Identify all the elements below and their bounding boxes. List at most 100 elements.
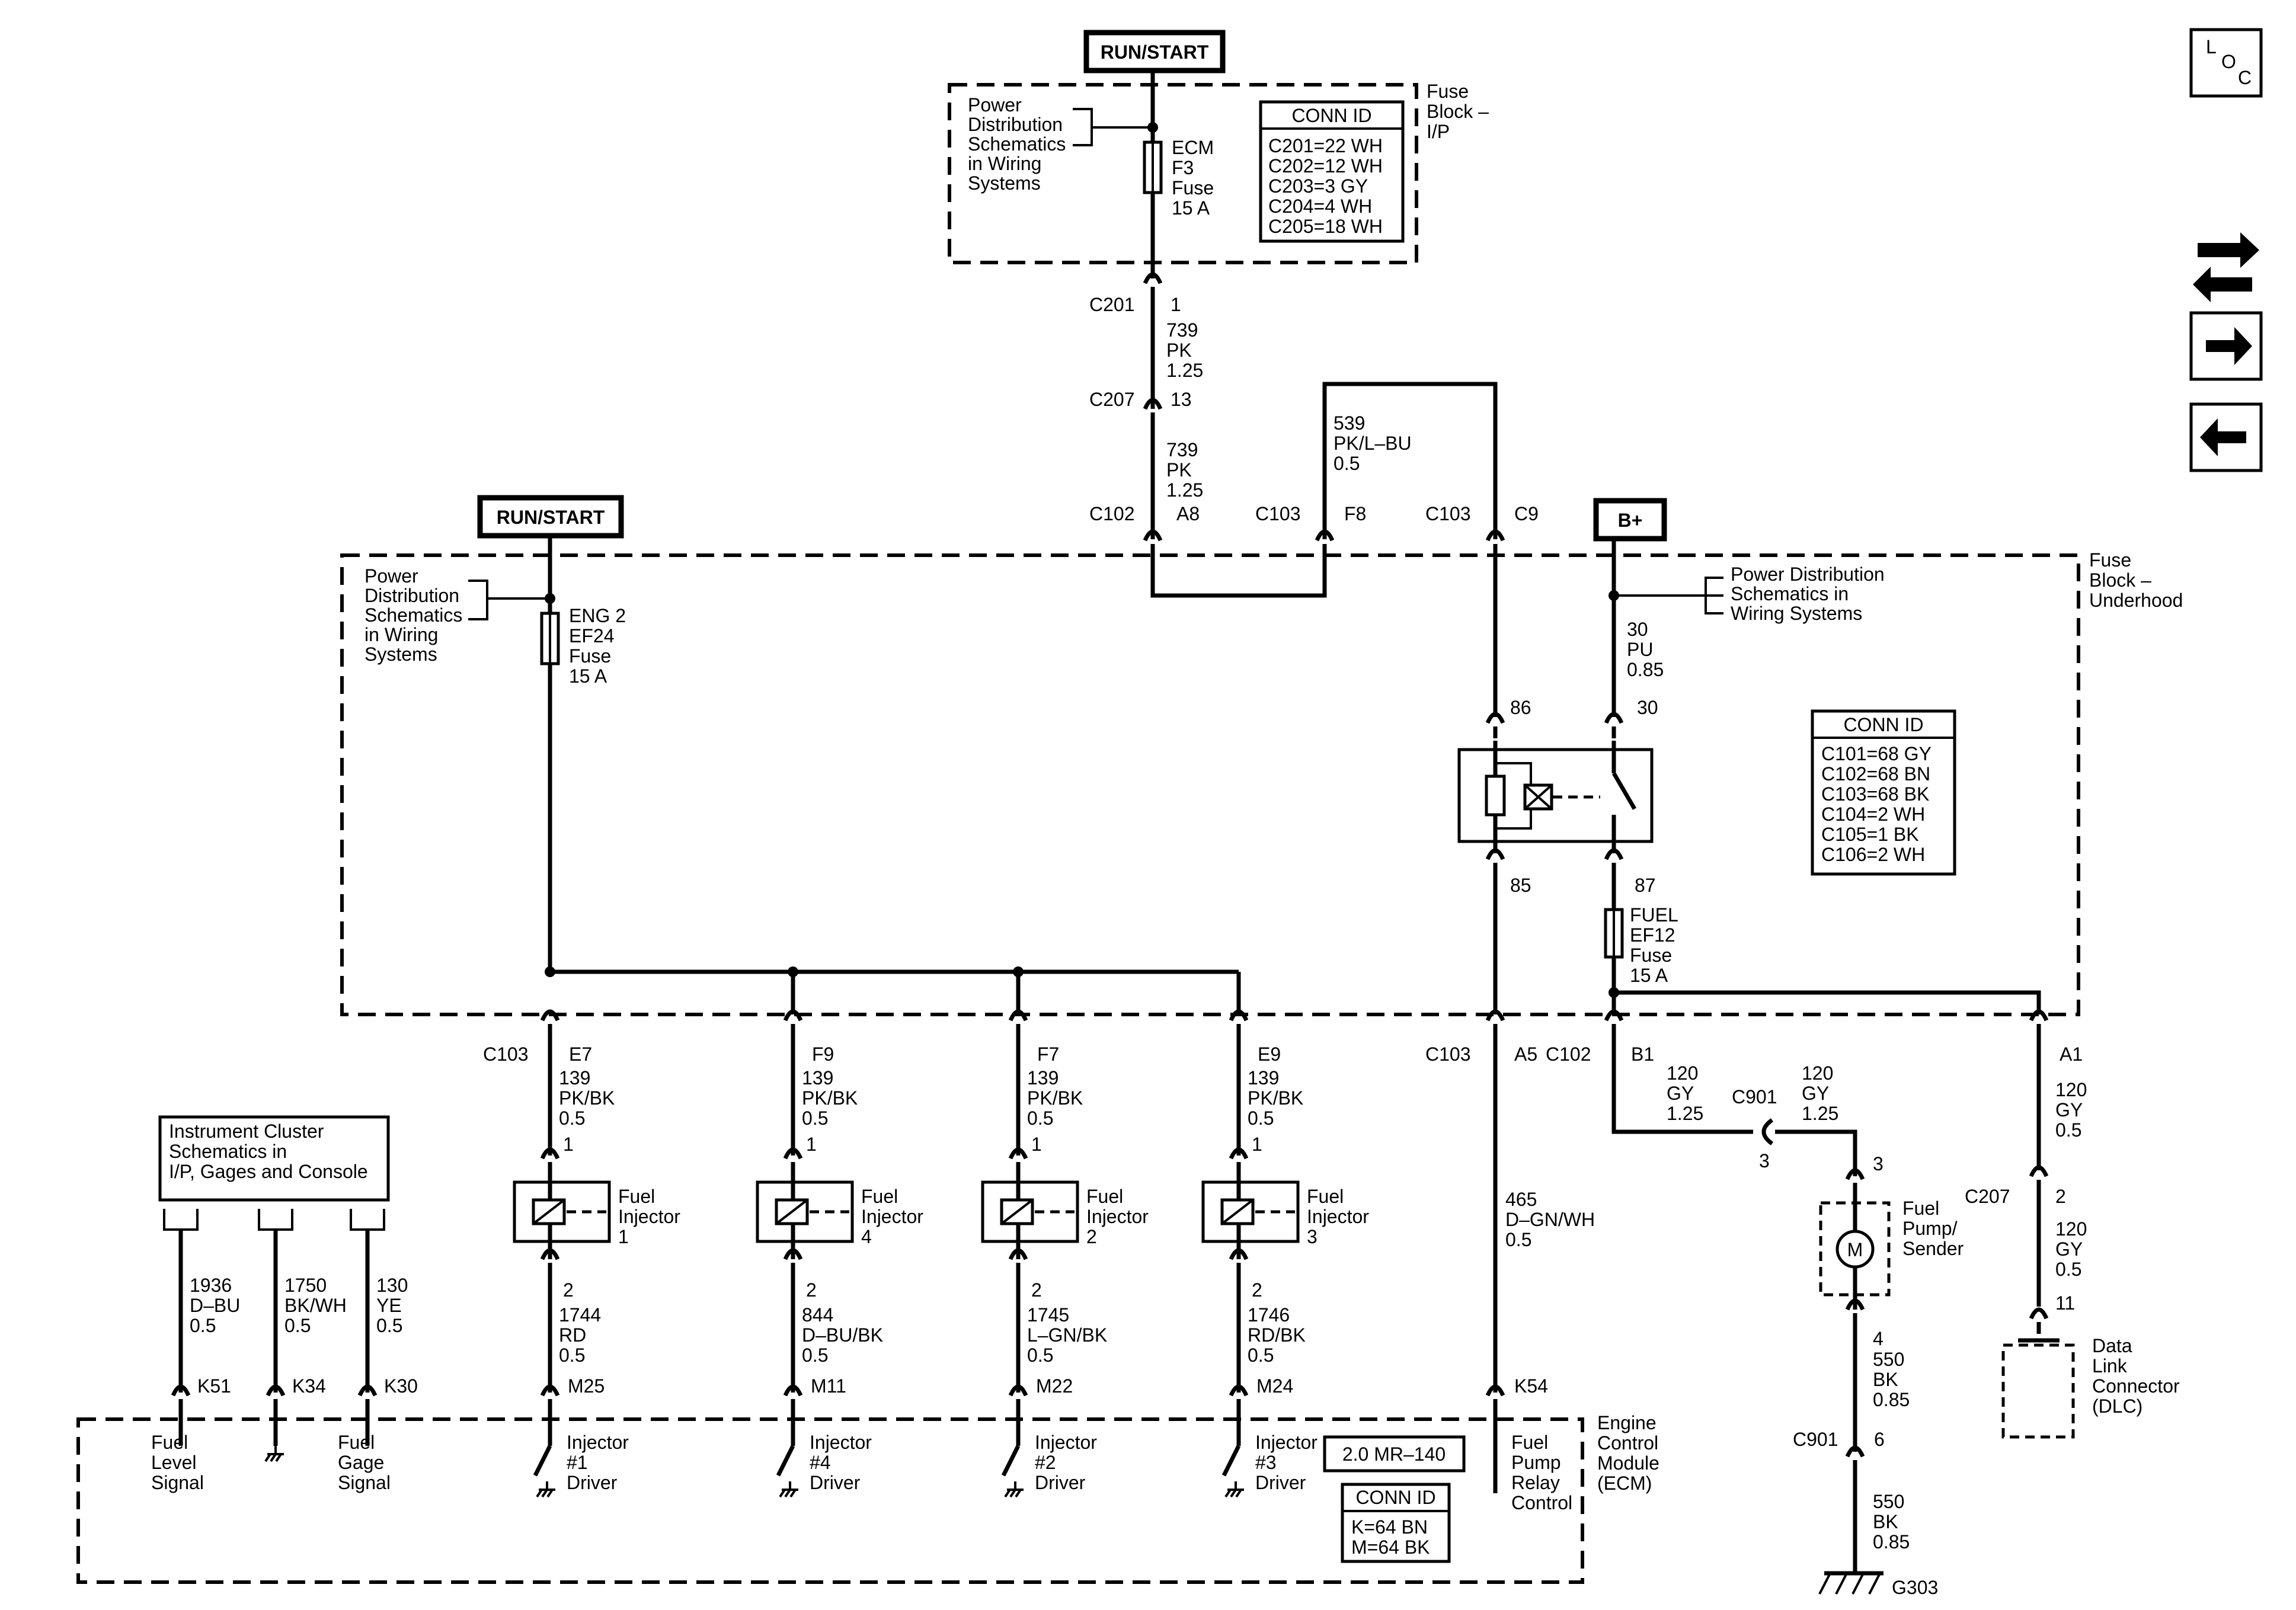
wire-injector-in-label-line: 139	[802, 1067, 833, 1089]
ic-signal-label-line: Signal	[338, 1472, 391, 1493]
wrench-swap-icon[interactable]	[2193, 232, 2259, 302]
instrument-cluster-label-line: I/P, Gages and Console	[169, 1161, 368, 1182]
relay-control-label-line: Fuel	[1511, 1432, 1548, 1453]
arrow-shape[interactable]	[2193, 267, 2252, 302]
ecm-pin-4: M24	[1256, 1375, 1293, 1397]
ground-hatch	[536, 1489, 543, 1498]
ecm-driver-ground-icon	[536, 1481, 555, 1498]
ecm-name-line: Engine	[1597, 1412, 1657, 1433]
eng2-fuse-label-line: 15 A	[569, 665, 607, 687]
pump-pin-bottom: 4	[1873, 1328, 1884, 1349]
conn-id-row-ecm-line: K=64 BN	[1351, 1516, 1428, 1538]
loc-letter[interactable]: C	[2238, 67, 2252, 88]
b-plus-tag-text: B+	[1618, 510, 1643, 531]
ecm-driver-switch	[1001, 1445, 1021, 1477]
wire-539-label-line: 0.5	[1334, 453, 1360, 474]
ground-hatch	[784, 1489, 791, 1498]
arrow-shape[interactable]	[2198, 232, 2259, 268]
loc-letter[interactable]: O	[2221, 51, 2236, 72]
ecm-pin-1: M25	[568, 1375, 605, 1397]
pump-sender-label-line: Pump/	[1902, 1218, 1958, 1239]
wire-739-label-2-line: PK	[1166, 459, 1192, 481]
relay-diode-x2	[1524, 784, 1553, 810]
prev-page-button[interactable]	[2189, 402, 2263, 472]
joint-injector-bottom-female	[783, 1248, 803, 1260]
joint-a8-female	[1143, 529, 1163, 542]
wire-injector-out-label-line: 1746	[1248, 1304, 1290, 1326]
a5-pin: A5	[1514, 1044, 1537, 1065]
wire-ic-label-line: YE	[376, 1295, 402, 1316]
fuel-injector-label-line: Injector	[618, 1206, 680, 1227]
c102-a8-label: C102	[1089, 503, 1135, 524]
ground-hatch	[541, 1489, 548, 1498]
c901-pin: 3	[1759, 1150, 1770, 1172]
dlc-label-line: Link	[2092, 1355, 2128, 1377]
wire-739-label-1-line: 1.25	[1166, 360, 1203, 381]
ecm-fuse-label-line: Fuse	[1172, 177, 1214, 199]
c207-pin: 13	[1171, 389, 1192, 410]
wire-ic-label-line: 0.5	[190, 1315, 216, 1336]
wire-injector-out-label-line: RD/BK	[1248, 1324, 1306, 1346]
wire-120-b-label-line: GY	[1802, 1083, 1829, 1104]
wire-30-label-line: 0.85	[1627, 659, 1664, 680]
joint-injector-top-female	[540, 1147, 560, 1160]
instrument-cluster-label-line: Instrument Cluster	[169, 1121, 324, 1142]
joint-injector-top-female	[783, 1147, 803, 1160]
ic-ecm-pin: K30	[384, 1375, 418, 1397]
conn-id-row-uh-line: C104=2 WH	[1821, 804, 1925, 825]
wire-550-b-label-line: 550	[1873, 1491, 1904, 1512]
ground-hatch	[1235, 1489, 1242, 1498]
joint-f8-female	[1315, 529, 1335, 542]
wire-injector-out-label-line: L–GN/BK	[1027, 1324, 1107, 1346]
wire-539-loop	[1322, 382, 1498, 539]
data-link-connector	[2001, 1343, 2075, 1439]
dlc-label-line: Connector	[2092, 1375, 2180, 1397]
injector-driver-label-line: Driver	[567, 1472, 618, 1493]
joint-a1-female	[2029, 1009, 2049, 1022]
c207-dlc-pin: 2	[2055, 1186, 2066, 1207]
loc-button-frame[interactable]	[2189, 28, 2263, 98]
power-dist-uh-right-line: Schematics in	[1731, 583, 1849, 604]
power-dist-ip-line: Distribution	[968, 114, 1063, 135]
arrow-right-icon[interactable]	[2206, 327, 2252, 365]
conn-id-row-ip-line: C204=4 WH	[1268, 196, 1372, 217]
next-page-button[interactable]	[2189, 311, 2263, 381]
joint-ic-2-female	[266, 1384, 286, 1397]
loc-button[interactable]: LOC	[2189, 28, 2263, 98]
joint-dlc-female	[2029, 1307, 2049, 1320]
joint-b1-female	[1604, 1009, 1624, 1022]
joint-ic-3-female	[357, 1384, 378, 1397]
relay-control-label-line: Pump	[1511, 1452, 1561, 1473]
pump-sender-label-line: Sender	[1902, 1238, 1964, 1259]
ecm-pin-3: M22	[1036, 1375, 1073, 1397]
injector-driver-label-line: Injector	[1035, 1432, 1097, 1453]
wire-injector-out-label-line: 1744	[559, 1304, 601, 1326]
joint-injector-top-female	[1008, 1147, 1028, 1160]
ground-hatch	[264, 1453, 271, 1462]
wire-120-dlc-b-label-line: 120	[2055, 1218, 2087, 1240]
wire-550-a-label-line: 550	[1873, 1349, 1904, 1370]
joint-ecm-2-female	[783, 1384, 803, 1397]
loc-letter[interactable]: L	[2206, 36, 2217, 57]
wire-injector-out-label-line: 844	[802, 1304, 833, 1326]
wire-injector-in-label-line: 139	[1027, 1067, 1059, 1089]
wire-120-b	[1790, 1129, 1857, 1176]
joint-a5-female	[1485, 1009, 1505, 1022]
wire-465-label-line: 0.5	[1505, 1229, 1531, 1250]
wire-injector-in-label-line: 139	[559, 1067, 590, 1089]
wire-120-a	[1611, 1036, 1753, 1134]
fuel-fuse-label-line: 15 A	[1630, 965, 1668, 986]
wire-injector-out-label-line: 1745	[1027, 1304, 1069, 1326]
relay-pin-87: 87	[1635, 875, 1656, 896]
relay-pin-30: 30	[1637, 697, 1658, 718]
f8-pin: F8	[1344, 503, 1366, 524]
injector-driver-label-line: Injector	[567, 1432, 629, 1453]
pump-pin-top: 3	[1873, 1153, 1884, 1174]
joint-ic-1-female	[171, 1384, 191, 1397]
arrow-left-icon[interactable]	[2200, 418, 2246, 456]
ground-hatch	[546, 1489, 554, 1498]
wire-550-a-label-line: 0.85	[1873, 1389, 1910, 1410]
ground-hatch	[1015, 1489, 1022, 1498]
joint-ecm-3-female	[1008, 1384, 1028, 1397]
